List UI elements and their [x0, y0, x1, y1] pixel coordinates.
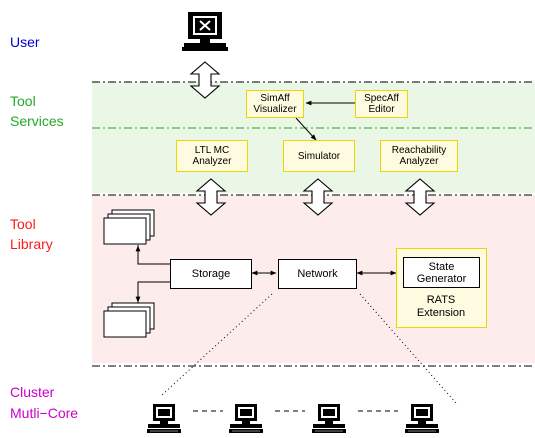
layer-label-library-line2: Library [10, 236, 53, 252]
layer-label-cluster-line2: Mutli−Core [10, 405, 79, 421]
document-stack-icon [103, 209, 155, 245]
specaff-editor-box: SpecAff Editor [355, 90, 408, 118]
computer-icon [404, 403, 440, 434]
monitor-icon [182, 12, 228, 51]
layer-label-services-line1: Tool [10, 93, 36, 109]
computer-icon [146, 403, 182, 434]
layer-label-library-line1: Tool [10, 216, 36, 232]
arrow-simaff-to-simulator [295, 117, 317, 141]
layer-label-services-line2: Services [10, 113, 64, 129]
rats-extension-label: RATS Extension [416, 294, 466, 319]
simulator-box: Simulator [283, 140, 355, 172]
simaff-visualizer-box: SimAff Visualizer [246, 90, 304, 118]
storage-box: Storage [170, 259, 252, 289]
ltl-mc-analyzer-box: LTL MC Analyzer [176, 140, 248, 172]
network-box: Network [278, 259, 357, 289]
rats-extension-box: State Generator RATS Extension [396, 248, 487, 328]
fan-line-left [161, 293, 273, 396]
layer-label-user-line1: User [10, 34, 40, 50]
fan-line-right [359, 293, 457, 404]
layer-label-cluster-line1: Cluster [10, 384, 55, 400]
layer-label-user: User [10, 33, 40, 51]
computer-icon [311, 403, 347, 434]
layer-label-cluster: Cluster Mutli−Core [10, 383, 78, 422]
layer-label-services: Tool Services [10, 92, 64, 130]
state-generator-box: State Generator [403, 257, 480, 288]
layer-label-library: Tool Library [10, 215, 53, 253]
document-stack-icon [103, 302, 155, 338]
computer-icon [228, 403, 264, 434]
reachability-analyzer-box: Reachability Analyzer [380, 140, 458, 172]
